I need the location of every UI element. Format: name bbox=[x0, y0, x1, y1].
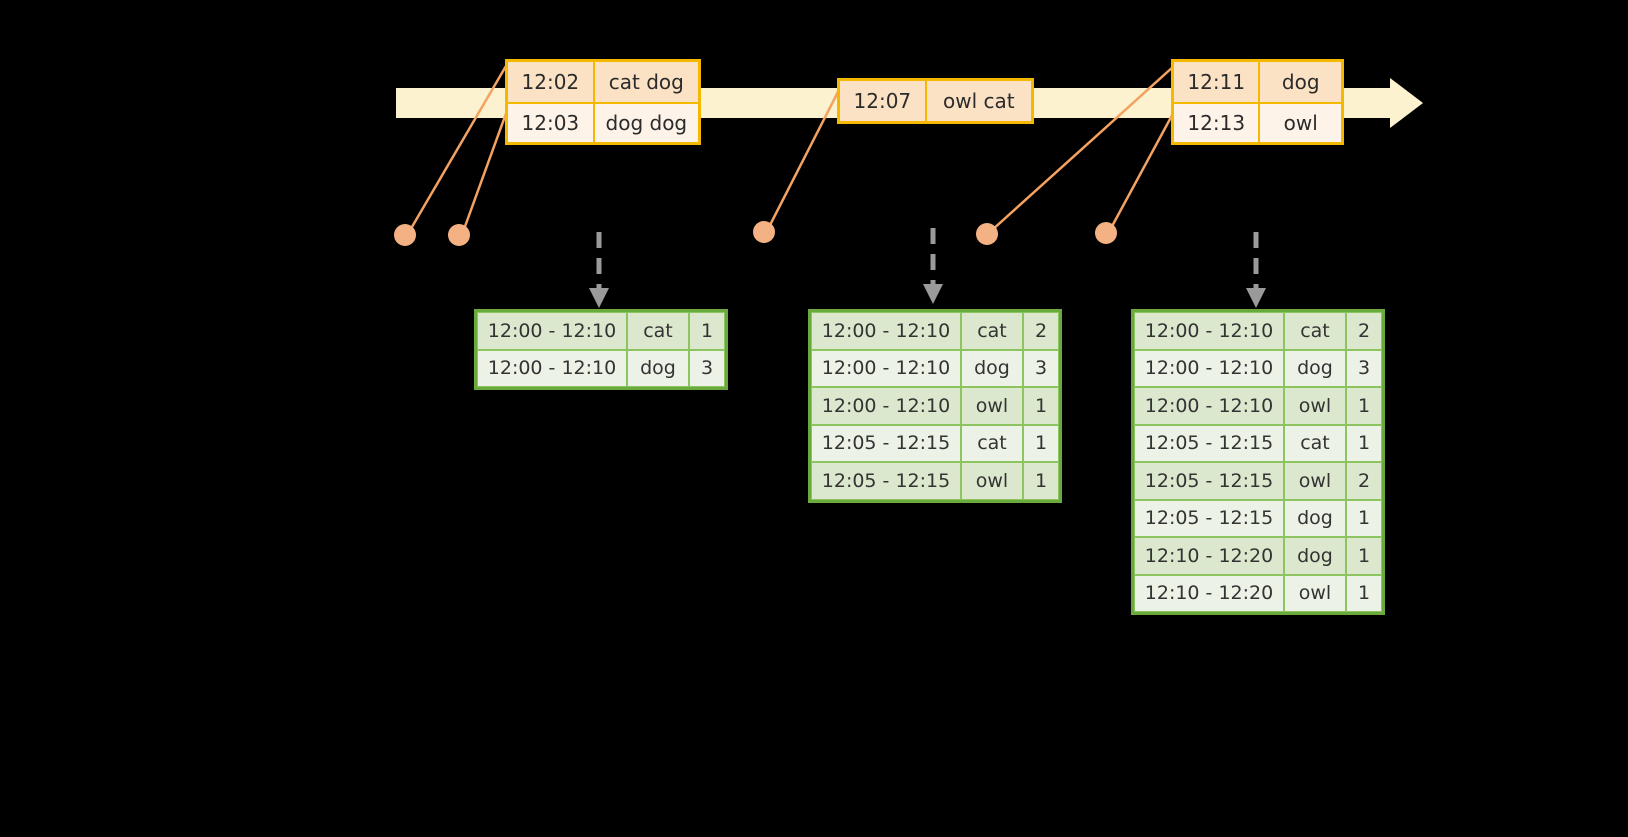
word-cell: owl bbox=[1284, 462, 1346, 500]
event-payload: owl cat bbox=[926, 81, 1031, 121]
word-cell: cat bbox=[627, 312, 689, 350]
word-cell: owl bbox=[1284, 574, 1346, 612]
event-time: 12:11 bbox=[1174, 62, 1261, 102]
count-cell: 1 bbox=[1346, 499, 1382, 537]
window-cell: 12:05 - 12:15 bbox=[1134, 462, 1284, 500]
count-cell: 2 bbox=[1346, 312, 1382, 350]
word-cell: owl bbox=[961, 462, 1023, 500]
event-group-a: 12:02 cat dog 12:03 dog dog bbox=[505, 59, 701, 145]
word-cell: dog bbox=[627, 349, 689, 387]
marker-dot bbox=[394, 224, 416, 246]
event-time: 12:03 bbox=[508, 104, 595, 142]
table-row: 12:00 - 12:10 owl 1 bbox=[811, 387, 1059, 425]
word-cell: dog bbox=[1284, 349, 1346, 387]
dashed-down-arrow-icon bbox=[589, 232, 609, 308]
window-cell: 12:00 - 12:10 bbox=[477, 349, 627, 387]
count-cell: 3 bbox=[1346, 349, 1382, 387]
count-cell: 2 bbox=[1346, 462, 1382, 500]
result-table-3: 12:00 - 12:10 cat 2 12:00 - 12:10 dog 3 … bbox=[1131, 309, 1385, 615]
window-cell: 12:00 - 12:10 bbox=[1134, 312, 1284, 350]
marker-dot bbox=[753, 221, 775, 243]
window-cell: 12:05 - 12:15 bbox=[811, 462, 961, 500]
event-row: 12:02 cat dog bbox=[508, 62, 698, 102]
count-cell: 3 bbox=[689, 349, 725, 387]
count-cell: 1 bbox=[689, 312, 725, 350]
event-time: 12:07 bbox=[840, 81, 927, 121]
event-row: 12:13 owl bbox=[1174, 102, 1341, 142]
window-cell: 12:00 - 12:10 bbox=[811, 349, 961, 387]
word-cell: cat bbox=[961, 424, 1023, 462]
table-row: 12:05 - 12:15 owl 2 bbox=[1134, 462, 1382, 500]
count-cell: 1 bbox=[1346, 574, 1382, 612]
event-payload: dog bbox=[1260, 62, 1341, 102]
word-cell: cat bbox=[1284, 424, 1346, 462]
marker-dot bbox=[976, 223, 998, 245]
window-cell: 12:05 - 12:15 bbox=[1134, 499, 1284, 537]
table-row: 12:10 - 12:20 dog 1 bbox=[1134, 537, 1382, 575]
word-cell: owl bbox=[961, 387, 1023, 425]
event-payload: dog dog bbox=[594, 104, 698, 142]
window-cell: 12:05 - 12:15 bbox=[811, 424, 961, 462]
event-time: 12:02 bbox=[508, 62, 595, 102]
table-row: 12:10 - 12:20 owl 1 bbox=[1134, 574, 1382, 612]
window-cell: 12:00 - 12:10 bbox=[477, 312, 627, 350]
word-cell: owl bbox=[1284, 387, 1346, 425]
event-row: 12:11 dog bbox=[1174, 62, 1341, 102]
table-row: 12:05 - 12:15 owl 1 bbox=[811, 462, 1059, 500]
result-table-2: 12:00 - 12:10 cat 2 12:00 - 12:10 dog 3 … bbox=[808, 309, 1062, 503]
window-cell: 12:05 - 12:15 bbox=[1134, 424, 1284, 462]
event-row: 12:03 dog dog bbox=[508, 102, 698, 142]
count-cell: 1 bbox=[1023, 462, 1059, 500]
event-group-c: 12:11 dog 12:13 owl bbox=[1171, 59, 1344, 145]
word-cell: cat bbox=[961, 312, 1023, 350]
count-cell: 1 bbox=[1346, 537, 1382, 575]
window-cell: 12:00 - 12:10 bbox=[811, 387, 961, 425]
event-group-b: 12:07 owl cat bbox=[837, 78, 1034, 124]
window-cell: 12:00 - 12:10 bbox=[1134, 387, 1284, 425]
marker-dot bbox=[448, 224, 470, 246]
event-payload: owl bbox=[1260, 104, 1341, 142]
table-row: 12:00 - 12:10 cat 1 bbox=[477, 312, 725, 350]
table-row: 12:05 - 12:15 cat 1 bbox=[811, 424, 1059, 462]
timeline-arrowhead-icon bbox=[1390, 78, 1423, 128]
count-cell: 1 bbox=[1346, 387, 1382, 425]
count-cell: 1 bbox=[1346, 424, 1382, 462]
window-cell: 12:10 - 12:20 bbox=[1134, 574, 1284, 612]
table-row: 12:00 - 12:10 cat 2 bbox=[811, 312, 1059, 350]
count-cell: 1 bbox=[1023, 424, 1059, 462]
count-cell: 2 bbox=[1023, 312, 1059, 350]
word-cell: dog bbox=[1284, 499, 1346, 537]
word-cell: dog bbox=[961, 349, 1023, 387]
result-table-1: 12:00 - 12:10 cat 1 12:00 - 12:10 dog 3 bbox=[474, 309, 728, 390]
event-time: 12:13 bbox=[1174, 104, 1261, 142]
table-row: 12:00 - 12:10 dog 3 bbox=[477, 349, 725, 387]
word-cell: dog bbox=[1284, 537, 1346, 575]
count-cell: 3 bbox=[1023, 349, 1059, 387]
table-row: 12:00 - 12:10 cat 2 bbox=[1134, 312, 1382, 350]
dashed-down-arrow-icon bbox=[1246, 232, 1266, 308]
window-cell: 12:00 - 12:10 bbox=[811, 312, 961, 350]
table-row: 12:00 - 12:10 dog 3 bbox=[811, 349, 1059, 387]
dashed-down-arrow-icon bbox=[923, 228, 943, 304]
count-cell: 1 bbox=[1023, 387, 1059, 425]
window-cell: 12:10 - 12:20 bbox=[1134, 537, 1284, 575]
table-row: 12:05 - 12:15 cat 1 bbox=[1134, 424, 1382, 462]
event-payload: cat dog bbox=[594, 62, 698, 102]
marker-dot bbox=[1095, 222, 1117, 244]
window-cell: 12:00 - 12:10 bbox=[1134, 349, 1284, 387]
word-cell: cat bbox=[1284, 312, 1346, 350]
table-row: 12:00 - 12:10 owl 1 bbox=[1134, 387, 1382, 425]
table-row: 12:05 - 12:15 dog 1 bbox=[1134, 499, 1382, 537]
event-row: 12:07 owl cat bbox=[840, 81, 1031, 121]
table-row: 12:00 - 12:10 dog 3 bbox=[1134, 349, 1382, 387]
